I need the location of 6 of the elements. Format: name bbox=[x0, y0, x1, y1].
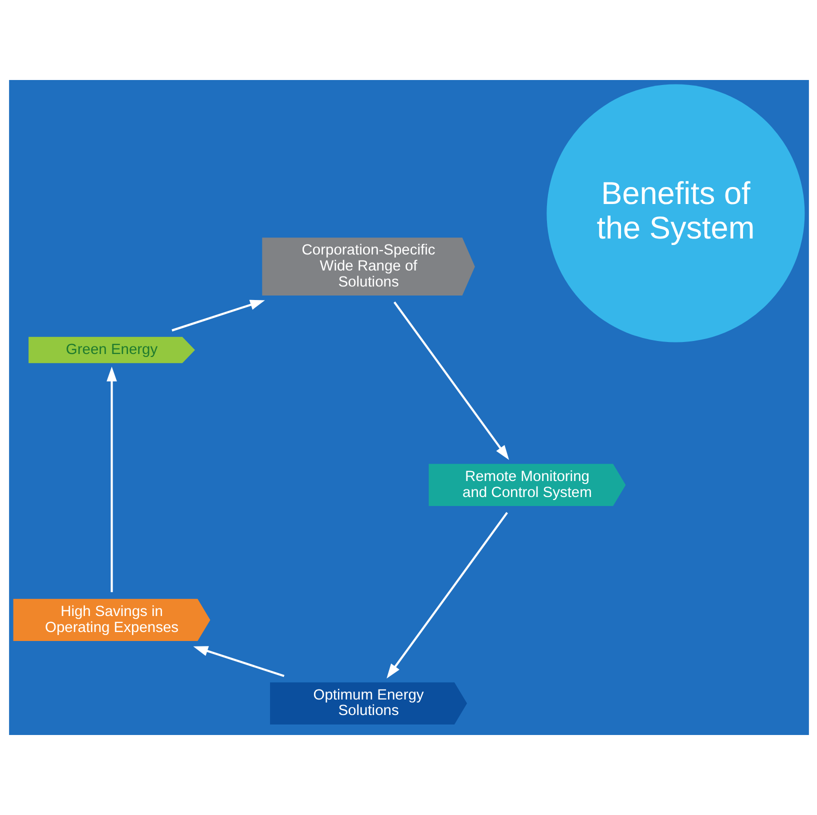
arrow bbox=[106, 366, 116, 592]
node-circle: Benefits of the System bbox=[546, 84, 804, 342]
arrow bbox=[386, 512, 508, 679]
arrow bbox=[393, 302, 509, 460]
arrow bbox=[171, 300, 264, 332]
arrow bbox=[192, 646, 284, 677]
